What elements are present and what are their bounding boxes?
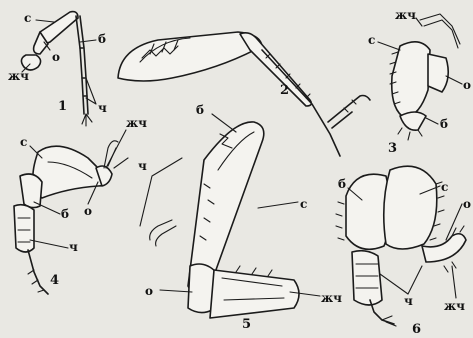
label-b-6: б bbox=[338, 177, 346, 191]
leptr-b5 bbox=[212, 114, 236, 132]
leptr-c5 bbox=[258, 202, 298, 208]
figure-number-3: 3 bbox=[388, 141, 397, 156]
figure-number-5: 5 bbox=[242, 317, 251, 332]
leptr-b4 bbox=[34, 202, 60, 214]
label-o-6: о bbox=[463, 197, 471, 211]
leptr-o5 bbox=[160, 290, 192, 292]
leptr-ch6 bbox=[380, 266, 422, 294]
label-ch-6: ч bbox=[404, 294, 413, 308]
label-ch-4: ч bbox=[69, 240, 78, 254]
label-b-1: б bbox=[98, 32, 106, 46]
label-zhch-6: жч bbox=[444, 299, 465, 313]
leptr-b3 bbox=[426, 118, 438, 124]
leg-4-drawing bbox=[14, 141, 128, 294]
label-zhch-4: жч bbox=[126, 116, 147, 130]
label-zhch-3: жч bbox=[395, 8, 416, 22]
leptr-c3 bbox=[378, 42, 400, 50]
leptr-zhch6 bbox=[452, 266, 456, 298]
label-o-5: о bbox=[145, 284, 153, 298]
label-c-3: с bbox=[368, 33, 375, 47]
label-zhch-1: жч bbox=[8, 69, 29, 83]
label-zhch-5: жч bbox=[321, 291, 342, 305]
figure-number-2: 2 bbox=[280, 83, 289, 98]
label-ch-1: ч bbox=[98, 101, 107, 115]
figure-number-6: 6 bbox=[412, 322, 421, 337]
label-ch-5: ч bbox=[138, 159, 147, 173]
label-b-5: б bbox=[196, 103, 204, 117]
label-c-4: с bbox=[20, 135, 27, 149]
figure-number-1: 1 bbox=[58, 99, 67, 114]
label-b-4: б bbox=[61, 207, 69, 221]
label-o-4: о bbox=[84, 204, 92, 218]
figure-number-4: 4 bbox=[50, 273, 59, 288]
leptr-o3 bbox=[446, 76, 462, 84]
leptr-zhch4 bbox=[106, 130, 126, 168]
label-c-1: с bbox=[24, 11, 31, 25]
label-o-1: о bbox=[52, 50, 60, 64]
label-b-3: б bbox=[440, 117, 448, 131]
label-o-3: о bbox=[463, 78, 471, 92]
leg-1-drawing bbox=[21, 12, 92, 126]
leptr-c1 bbox=[36, 20, 54, 22]
leptr-ch4 bbox=[30, 240, 68, 248]
label-c-6: с bbox=[441, 180, 448, 194]
leg-3-drawing bbox=[390, 14, 460, 140]
label-c-5: с bbox=[300, 197, 307, 211]
leg-5-drawing bbox=[150, 122, 299, 318]
